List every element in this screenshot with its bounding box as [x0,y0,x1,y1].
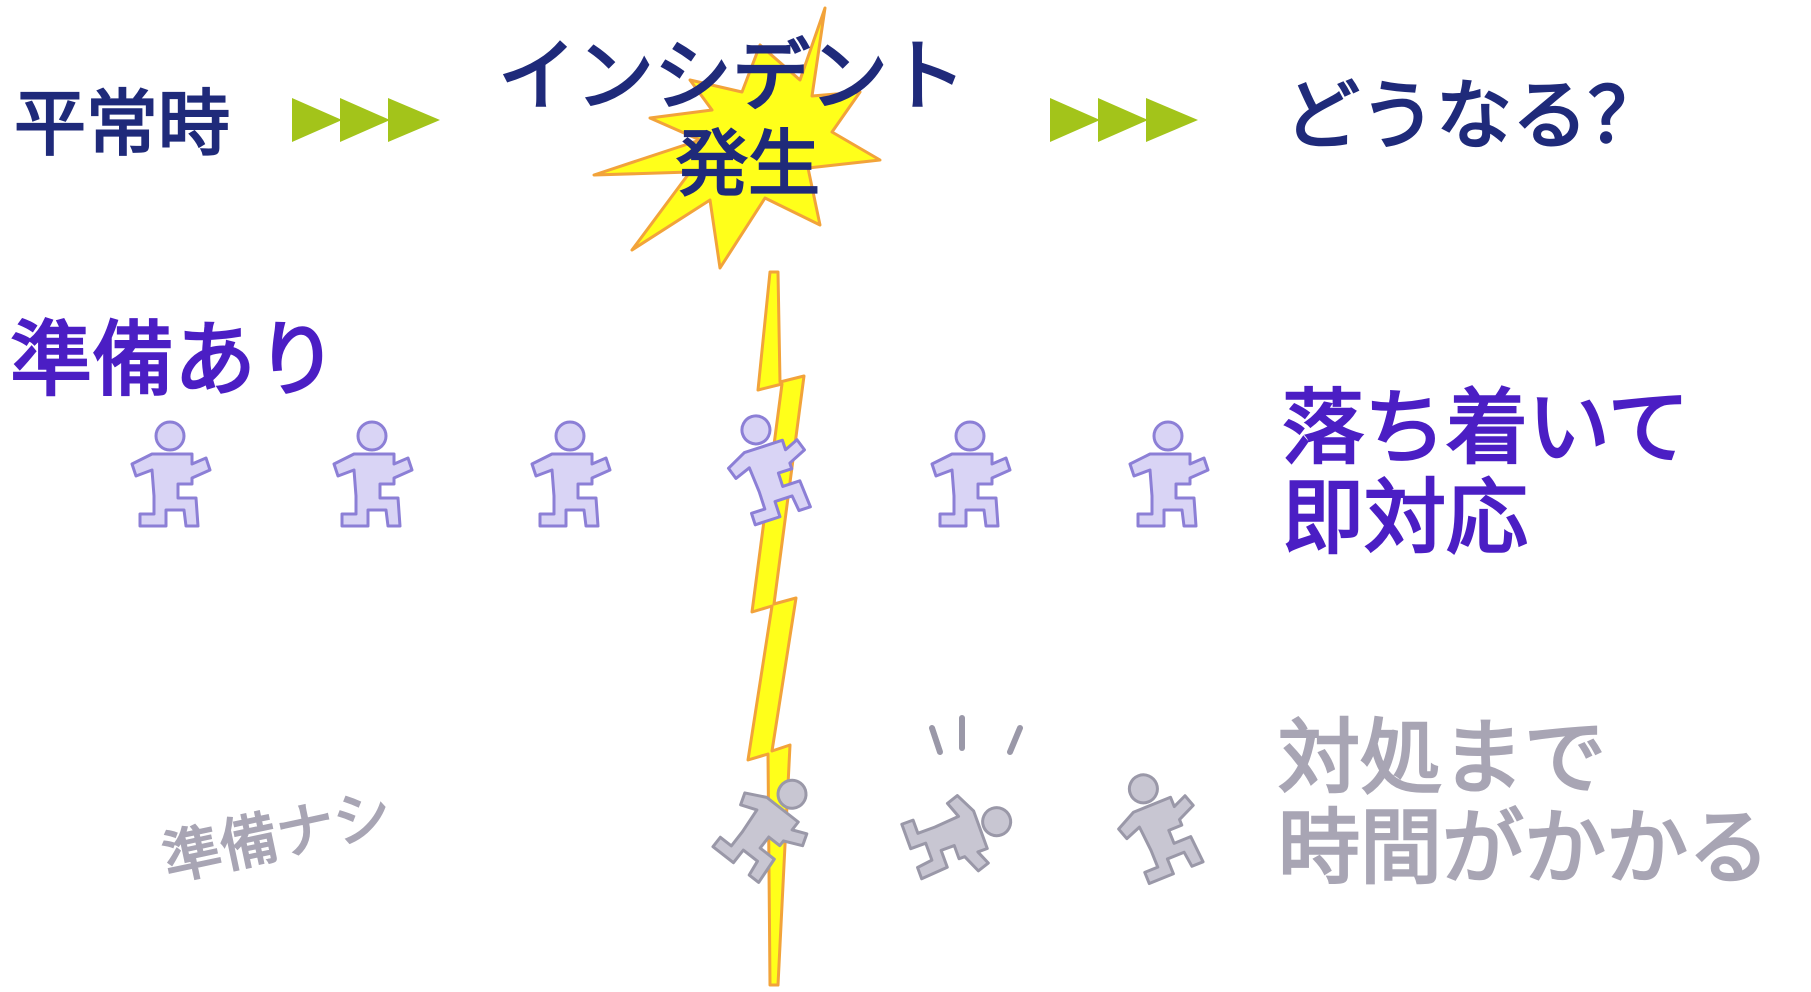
unprepared-label: 準備ナシ [157,779,398,894]
running-person-icon [930,420,1012,528]
prepared-outcome-line1: 落ち着いて [1282,381,1690,476]
incident-occurrence: 発生 [676,122,821,206]
prepared-outcome-line2: 即対応 [1282,471,1529,566]
before-incident-label: 平常時 [14,82,231,166]
triple-arrow-icon [292,98,440,142]
running-person-icon [1128,420,1210,528]
panic-lines [929,715,1023,755]
running-person-icon [130,420,212,528]
panicking-person-icon [1101,759,1216,889]
incident-title: インシデント [498,32,967,122]
unprepared-outcome-line1: 対処まで [1278,711,1607,806]
prepared-label: 準備あり [10,313,339,408]
unprepared-figures [705,715,1216,892]
prepared-figures [130,402,1210,529]
running-person-icon [530,420,612,528]
running-person-icon [713,402,824,529]
explosion-burst-icon [592,6,882,270]
panicking-person-icon [897,779,1025,892]
unprepared-outcome-line2: 時間がかかる [1278,801,1771,896]
outcome-question: どうなる？ [1284,71,1664,160]
triple-arrow-icon [1050,98,1198,142]
running-person-icon [332,420,414,528]
